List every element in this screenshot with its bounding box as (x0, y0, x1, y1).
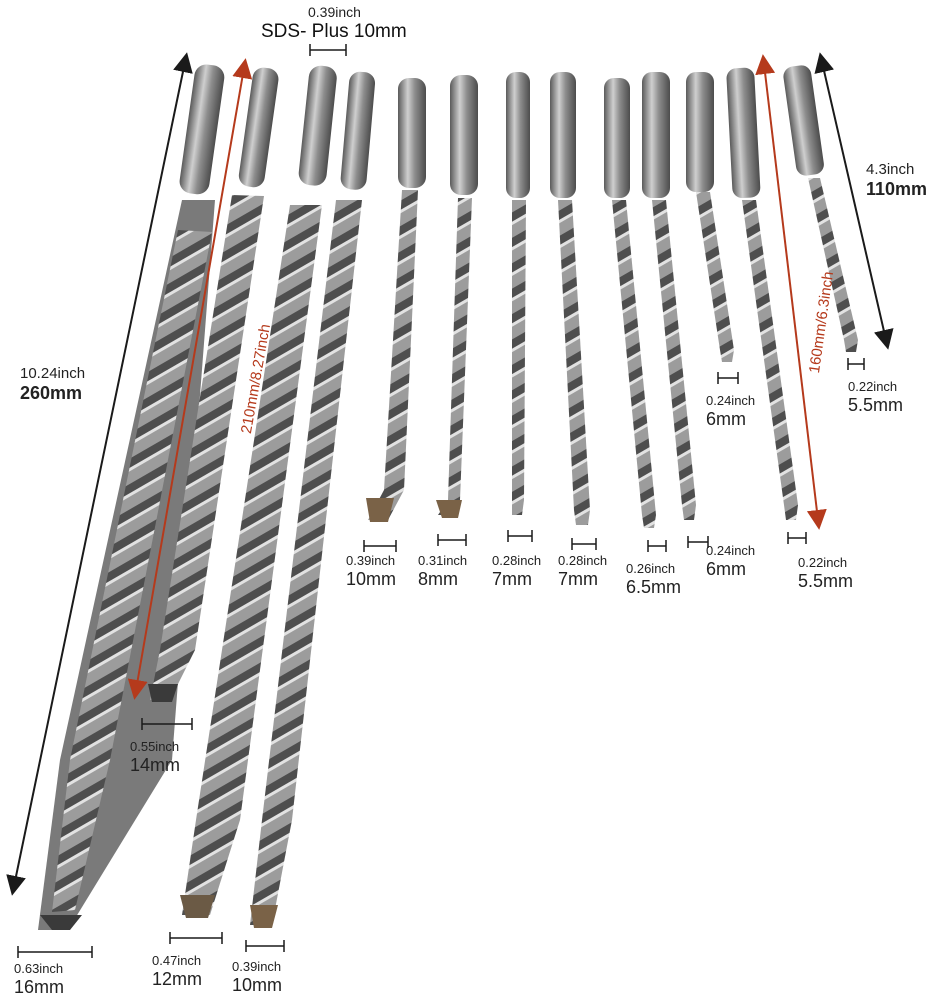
bit-mm: 7mm (492, 569, 532, 589)
bit-mm: 16mm (14, 977, 65, 997)
bit-inch: 0.28inch (492, 553, 542, 568)
bit-inch: 0.47inch (152, 953, 202, 968)
drill-bit-10mm (366, 78, 426, 522)
drill-bit-10mm-long (250, 71, 376, 928)
shortest-length-arrow (814, 52, 894, 350)
short-length-arrow (755, 54, 827, 530)
bit-inch: 0.26inch (626, 561, 676, 576)
bit-label-6mm-short: 0.24inch 6mm (706, 394, 755, 428)
bit-inch: 0.31inch (418, 553, 468, 568)
bit-mm: 6.5mm (626, 577, 682, 597)
shortest-length-mm: 110mm (866, 179, 928, 199)
mid-length-arrow (127, 58, 253, 700)
bit-label-12mm: 0.47inch 12mm (152, 954, 202, 988)
header-inch: 0.39inch (308, 4, 361, 20)
bit-mm: 5.5mm (798, 571, 854, 591)
drill-bit-5-5mm-long (726, 67, 798, 520)
bit-label-14mm: 0.55inch 14mm (130, 740, 180, 774)
bit-label-10mm: 0.39inch 10mm (346, 554, 396, 588)
bit-mm: 6mm (706, 409, 746, 429)
bit-label-7mm-a: 0.28inch 7mm (492, 554, 541, 588)
bit-label-7mm-b: 0.28inch 7mm (558, 554, 607, 588)
diameter-ticks (17, 44, 865, 958)
bit-mm: 5.5mm (848, 395, 904, 415)
header-title: SDS- Plus 10mm (261, 21, 407, 42)
bit-label-6-5mm: 0.26inch 6.5mm (626, 562, 681, 596)
bit-inch: 0.22inch (848, 379, 898, 394)
bit-mm: 10mm (346, 569, 397, 589)
drill-bit-8mm (436, 75, 478, 518)
drill-bit-7mm-a (506, 72, 530, 515)
bit-label-5-5mm-short: 0.22inch 5.5mm (848, 380, 903, 414)
bit-label-6mm-long: 0.24inch 6mm (706, 544, 755, 578)
bit-inch: 0.39inch (232, 959, 282, 974)
shortest-length-inch: 4.3inch (866, 161, 915, 178)
overall-length-label: 10.24inch 260mm (20, 366, 85, 402)
bit-inch: 0.55inch (130, 739, 180, 754)
bit-inch: 0.24inch (706, 543, 756, 558)
bit-label-8mm: 0.31inch 8mm (418, 554, 467, 588)
bit-label-16mm: 0.63inch 16mm (14, 962, 64, 996)
drill-bit-7mm-b (550, 72, 590, 525)
bit-mm: 7mm (558, 569, 598, 589)
bit-mm: 8mm (418, 569, 458, 589)
bit-mm: 6mm (706, 559, 746, 579)
bit-inch: 0.63inch (14, 961, 64, 976)
drill-bit-6mm-long (642, 72, 696, 520)
bit-mm: 12mm (152, 969, 203, 989)
bit-inch: 0.39inch (346, 553, 396, 568)
bit-mm: 10mm (232, 975, 283, 995)
bit-label-10mm-long: 0.39inch 10mm (232, 960, 282, 994)
overall-length-mm: 260mm (20, 383, 83, 403)
bit-inch: 0.22inch (798, 555, 848, 570)
bit-inch: 0.28inch (558, 553, 608, 568)
shortest-length-label: 4.3inch 110mm (866, 162, 927, 198)
drill-bit-6mm-short (686, 72, 734, 362)
drill-bit-6-5mm (604, 78, 656, 528)
bit-inch: 0.24inch (706, 393, 756, 408)
bit-mm: 14mm (130, 755, 181, 775)
bit-label-5-5mm-long: 0.22inch 5.5mm (798, 556, 853, 590)
overall-length-inch: 10.24inch (20, 365, 86, 382)
